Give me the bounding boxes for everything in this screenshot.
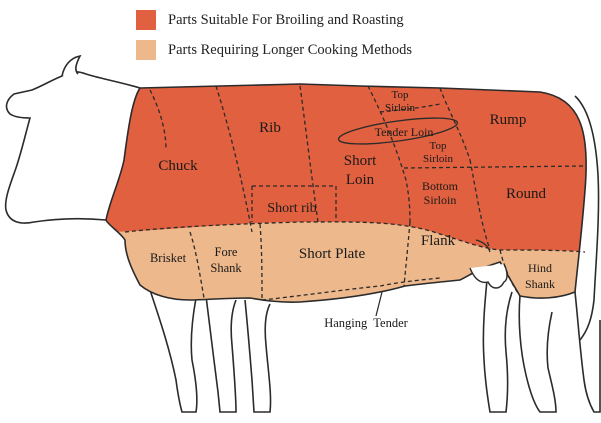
cut-label-tender-loin: Tender Loin	[375, 125, 434, 139]
hanging-tender-pointer-line	[376, 292, 382, 316]
cut-label-flank: Flank	[421, 233, 456, 249]
cut-label-fore-shank-1: Fore	[215, 245, 238, 259]
cut-label-short-rib: Short rib	[267, 201, 316, 216]
cut-label-rump: Rump	[490, 112, 527, 128]
cut-label-hanging-tender: Hanging Tender	[324, 316, 408, 330]
cut-label-hind-shank-1: Hind	[528, 261, 552, 275]
cut-label-chuck: Chuck	[158, 158, 198, 174]
cut-label-bottom-sirloin-1: Bottom	[422, 179, 459, 193]
cut-label-top-sirloin-upper-2: Sirloin	[385, 102, 415, 114]
cut-label-short-loin-1: Short	[344, 153, 377, 169]
cut-label-brisket: Brisket	[150, 251, 187, 265]
cut-label-short-plate: Short Plate	[299, 246, 366, 262]
cut-label-top-sirloin-lower-2: Sirloin	[423, 153, 453, 165]
cut-label-hind-shank-2: Shank	[525, 277, 555, 291]
cut-label-short-loin-2: Loin	[346, 172, 375, 188]
cut-label-top-sirloin-upper-1: Top	[392, 89, 409, 101]
cut-label-top-sirloin-lower-1: Top	[430, 140, 447, 152]
cut-label-fore-shank-2: Shank	[210, 261, 242, 275]
cut-label-bottom-sirloin-2: Sirloin	[424, 193, 457, 207]
cut-label-round: Round	[506, 186, 547, 202]
cut-label-rib: Rib	[259, 120, 281, 136]
cow-horn-outline	[62, 56, 80, 76]
